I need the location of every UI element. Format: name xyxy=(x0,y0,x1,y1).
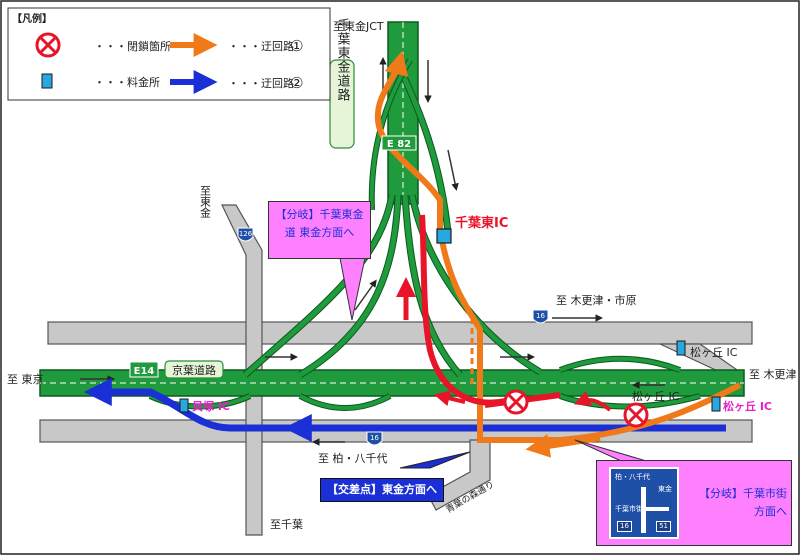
callout-branch-togane: 【分岐】千葉東金道 東金方面へ xyxy=(268,201,371,259)
sign-chiba-center: 千葉市街 xyxy=(615,505,643,513)
sign-arrow-branch xyxy=(641,507,669,511)
label-to-togane: 至東金 xyxy=(199,185,212,218)
e14-badge: E14 xyxy=(129,361,159,378)
label-chiba-higashi-ic: 千葉東IC xyxy=(455,215,508,231)
label-to-kisarazu-ichihara: 至 木更津・市原 xyxy=(556,293,637,307)
callout-branch-togane-text: 【分岐】千葉東金道 東金方面へ xyxy=(275,208,364,239)
callout-branch-chiba-text: 【分岐】千葉市街 方面へ xyxy=(699,487,787,518)
callout-intersection-togane-text: 【交差点】東金方面へ xyxy=(327,483,437,496)
closure-marker-right xyxy=(623,402,649,428)
label-matsugaoka-ic-top: 松ヶ丘 IC xyxy=(690,345,738,359)
tollgate-matsugaoka-right xyxy=(711,396,721,412)
route-shield-16-top: 16 xyxy=(532,309,549,324)
label-matsugaoka-ic-right: 松ヶ丘 IC xyxy=(723,399,772,413)
svg-text:京葉道路: 京葉道路 xyxy=(172,363,216,377)
svg-text:・・・迂回路: ・・・迂回路 xyxy=(228,40,294,53)
label-to-chiba: 至千葉 xyxy=(270,517,303,531)
direction-sign: 柏・八千代 東金 千葉市街 16 51 xyxy=(609,467,679,539)
svg-text:126: 126 xyxy=(239,230,253,238)
legend: 【凡例】 ・・・閉鎖箇所 ・・・料金所 ・・・迂回路 ① ・・・迂回路 ② xyxy=(7,7,331,101)
label-to-tokyo: 至 東京 xyxy=(7,372,44,386)
svg-text:E 82: E 82 xyxy=(387,139,411,150)
svg-text:・・・閉鎖箇所: ・・・閉鎖箇所 xyxy=(94,39,171,53)
detour-route-1 xyxy=(374,50,742,443)
sign-route-a: 16 xyxy=(617,521,632,532)
closed-ramp-red xyxy=(419,214,511,406)
sign-togane: 東金 xyxy=(658,485,672,493)
svg-text:【凡例】: 【凡例】 xyxy=(12,12,52,25)
label-to-togane-jct: 至東金JCT xyxy=(333,19,384,33)
svg-text:千葉東金道路: 千葉東金道路 xyxy=(335,18,351,102)
label-to-kisarazu: 至 木更津 xyxy=(749,368,797,381)
svg-text:16: 16 xyxy=(370,434,379,442)
keiyo-road-label: 京葉道路 xyxy=(164,360,224,379)
route-shield-16-bottom: 16 xyxy=(366,431,383,446)
closure-marker-center xyxy=(503,389,529,415)
label-to-kashiwa-yachiyo: 至 柏・八千代 xyxy=(318,451,388,465)
tollgate-matsugaoka-top xyxy=(676,340,686,356)
svg-text:16: 16 xyxy=(536,312,545,320)
e82-badge: E 82 xyxy=(381,135,417,151)
svg-text:E14: E14 xyxy=(134,366,155,377)
callout-intersection-togane: 【交差点】東金方面へ xyxy=(320,478,444,502)
svg-text:①: ① xyxy=(290,37,303,55)
sign-route-b: 51 xyxy=(656,521,671,532)
legend-closure-icon xyxy=(35,32,61,58)
svg-text:②: ② xyxy=(290,74,303,92)
svg-text:・・・料金所: ・・・料金所 xyxy=(94,75,160,89)
tollgate-chiba-higashi xyxy=(436,228,452,244)
svg-text:・・・迂回路: ・・・迂回路 xyxy=(228,77,294,90)
callout-branch-chiba: 柏・八千代 東金 千葉市街 16 51 【分岐】千葉市街 方面へ xyxy=(596,460,792,546)
chiba-togane-road-label: 千葉東金道路 xyxy=(329,18,355,149)
sign-kashiwa: 柏・八千代 xyxy=(615,473,650,481)
legend-tollgate-icon xyxy=(41,73,53,89)
label-matsugaoka-ic-mid: 松ヶ丘 IC xyxy=(632,389,680,403)
label-kaizuka-ic: 貝塚 IC xyxy=(192,399,230,413)
tollgate-kaizuka xyxy=(179,398,189,413)
route-shield-126: 126 xyxy=(237,227,254,242)
